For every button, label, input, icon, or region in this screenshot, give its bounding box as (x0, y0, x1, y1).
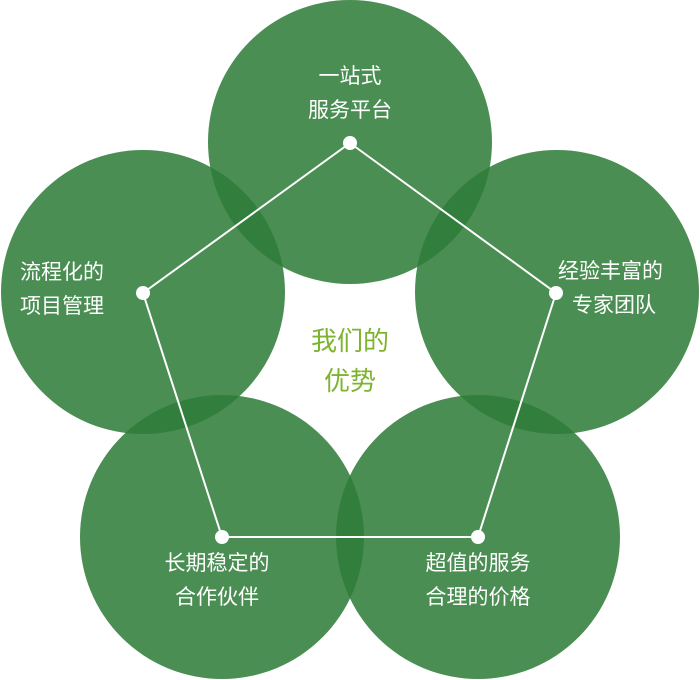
nodes (136, 136, 563, 544)
label-bottom-left: 长期稳定的 合作伙伴 (117, 546, 317, 614)
label-right: 经验丰富的 专家团队 (530, 254, 700, 322)
node-dot-right (549, 286, 563, 300)
label-right-line1: 经验丰富的 (558, 259, 663, 283)
node-dot-left (136, 286, 150, 300)
node-dot-bottom-right (471, 530, 485, 544)
label-left-line2: 项目管理 (20, 294, 104, 318)
label-left: 流程化的 项目管理 (20, 255, 140, 323)
label-top-line1: 一站式 (318, 64, 382, 88)
center-title-line1: 我们的 (310, 327, 389, 357)
node-dot-bottom-left (215, 530, 229, 544)
center-title-line2: 优势 (323, 367, 376, 397)
node-dot-top (343, 136, 357, 150)
center-title: 我们的 优势 (250, 322, 450, 402)
label-left-line1: 流程化的 (20, 260, 104, 284)
label-right-line2: 专家团队 (572, 293, 656, 317)
label-bottom-right-line1: 超值的服务 (425, 551, 531, 575)
pentagon-connector (141, 141, 558, 538)
label-bottom-left-line1: 长期稳定的 (164, 551, 270, 575)
label-bottom-right-line2: 合理的价格 (425, 585, 531, 609)
label-bottom-left-line2: 合作伙伴 (175, 585, 259, 609)
label-top-line2: 服务平台 (308, 98, 392, 122)
label-bottom-right: 超值的服务 合理的价格 (378, 546, 578, 614)
label-top: 一站式 服务平台 (250, 59, 450, 127)
